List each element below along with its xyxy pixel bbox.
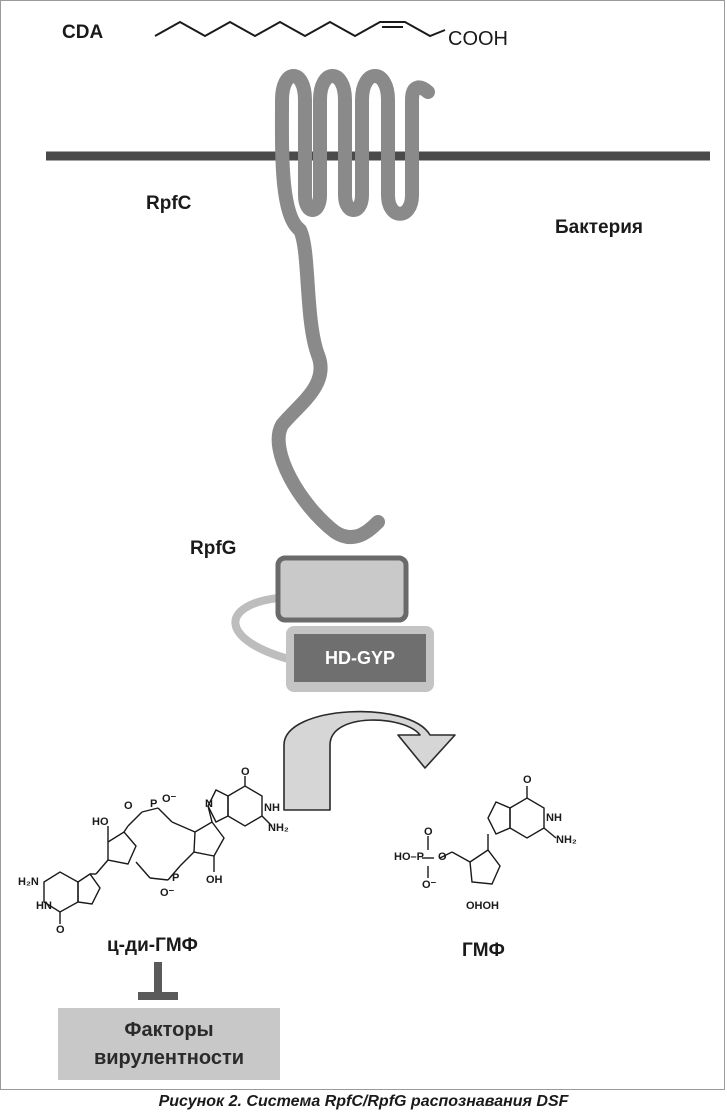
- rpfc-protein: [271, 69, 435, 545]
- chem-nh2-upper: NH₂: [268, 822, 289, 834]
- c-di-gmp-structure: [43, 776, 273, 924]
- virulence-line-1: Факторы: [124, 1019, 214, 1041]
- gmp-ho-p: HO–P: [394, 851, 424, 863]
- cda-chain: [154, 20, 446, 38]
- chem-oh-upper-sugar: OH: [206, 874, 223, 886]
- rpfg-domain-box: [275, 555, 409, 623]
- gmp-o-minus: O⁻: [422, 879, 437, 891]
- chem-nh-upper: NH: [264, 802, 280, 814]
- cda-label: CDA: [62, 22, 104, 43]
- cooh-label: COOH: [448, 28, 508, 50]
- reaction-arrow: [283, 710, 456, 811]
- gmp-structure: [422, 786, 557, 885]
- rpfg-label: RpfG: [190, 538, 237, 559]
- chem-p-upper: P: [150, 798, 158, 810]
- chem-h2n-lower: H₂N: [18, 876, 39, 888]
- c-di-gmp-label: ц-ди-ГМФ: [107, 935, 198, 956]
- chem-n-upper: N: [205, 798, 213, 810]
- chem-o-bottom: O: [56, 924, 65, 936]
- rpfc-rpfg-diagram: [43, 20, 710, 1000]
- chem-ho-lower-sugar: HO: [92, 816, 109, 828]
- gmp-label: ГМФ: [462, 940, 505, 961]
- virulence-line-2: вирулентности: [93, 1047, 245, 1069]
- hd-gyp-domain: [294, 634, 426, 682]
- hd-gyp-label: HD-GYP: [324, 647, 395, 668]
- chem-hn-lower: HN: [36, 900, 52, 912]
- gmp-o-phosphate-top: O: [424, 826, 433, 838]
- gmp-ohoh: OHOH: [466, 900, 499, 912]
- chem-o-top: O: [241, 766, 250, 778]
- figure-frame: [0, 0, 725, 1090]
- virulence-factors-box: Факторы вирулентности: [58, 1008, 280, 1080]
- gmp-o-top: O: [523, 774, 532, 786]
- chem-p-lower: P: [172, 872, 180, 884]
- chem-o-upper-left: O: [124, 800, 133, 812]
- rpfc-label: RpfC: [146, 193, 192, 214]
- gmp-nh2: NH₂: [556, 834, 577, 846]
- bacteria-label: Бактерия: [555, 217, 643, 238]
- gmp-nh: NH: [546, 812, 562, 824]
- figure-caption: Рисунок 2. Система RpfC/RpfG распознаван…: [158, 1093, 569, 1110]
- chem-o-minus-lower: O⁻: [160, 887, 175, 899]
- rpfg-linker: [231, 594, 296, 664]
- chem-o-minus-upper: O⁻: [162, 793, 177, 805]
- gmp-o-link: O: [438, 851, 447, 863]
